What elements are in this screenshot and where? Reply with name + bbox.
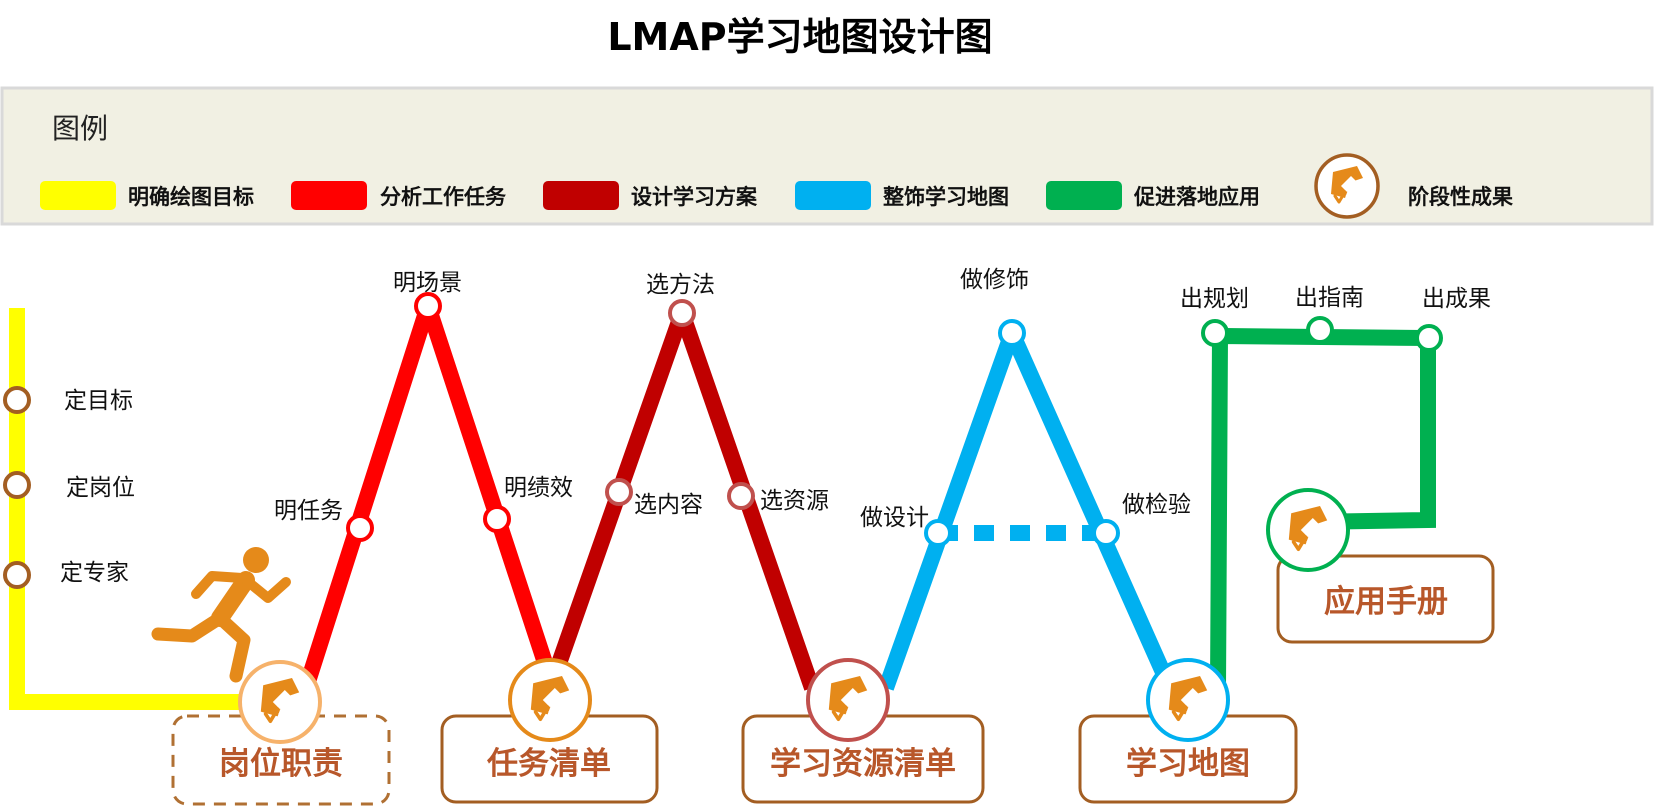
legend-swatch-red <box>291 181 367 210</box>
outcome-task-list: 任务清单 <box>440 714 659 804</box>
station-task: 明任务 <box>274 498 374 542</box>
station-resource: 选资源 <box>727 482 829 514</box>
legend-label-goal: 明确绘图目标 <box>128 185 254 209</box>
station-result: 出成果 <box>1415 286 1491 352</box>
svg-text:明任务: 明任务 <box>274 498 343 524</box>
outcome-resource-list: 学习资源清单 <box>741 714 985 804</box>
page-title: LMAP学习地图设计图 <box>607 15 992 59</box>
svg-text:做检验: 做检验 <box>1122 492 1191 518</box>
svg-text:任务清单: 任务清单 <box>486 746 611 782</box>
svg-text:出成果: 出成果 <box>1422 286 1491 312</box>
legend-swatch-blue <box>795 181 871 210</box>
svg-text:做修饰: 做修饰 <box>960 267 1029 293</box>
route-lines <box>9 298 1436 710</box>
station-method: 选方法 <box>646 272 715 327</box>
legend-swatch-green <box>1046 181 1122 210</box>
milestone-badge-icon <box>1314 153 1380 219</box>
svg-text:定专家: 定专家 <box>60 560 129 586</box>
station-guide: 出指南 <box>1295 285 1364 344</box>
legend-label-apply: 促进落地应用 <box>1133 185 1260 209</box>
svg-text:出规划: 出规划 <box>1180 286 1249 312</box>
station-expert: 定专家 <box>3 560 129 589</box>
station-plan: 出规划 <box>1180 286 1249 347</box>
svg-text:定目标: 定目标 <box>64 388 133 414</box>
legend-label-milestone: 阶段性成果 <box>1408 185 1513 209</box>
legend-swatch-darkred <box>543 181 619 210</box>
legend-label-decorate: 整饰学习地图 <box>883 185 1009 209</box>
station-post: 定岗位 <box>3 471 135 501</box>
station-performance: 明绩效 <box>483 475 573 533</box>
milestone-badge-icon <box>508 658 592 742</box>
legend-label-design: 设计学习方案 <box>631 185 758 209</box>
legend-swatch-yellow <box>40 181 116 210</box>
svg-text:明绩效: 明绩效 <box>504 475 573 501</box>
outcome-learning-map: 学习地图 <box>1078 714 1298 804</box>
svg-text:选内容: 选内容 <box>634 492 703 518</box>
station-decorate: 做修饰 <box>960 267 1029 347</box>
route-yellow <box>9 308 278 710</box>
milestone-badge-icon <box>1146 658 1230 742</box>
station-design: 做设计 <box>860 505 952 547</box>
station-inspect: 做检验 <box>1092 492 1191 547</box>
svg-text:选方法: 选方法 <box>646 272 715 298</box>
station-goal: 定目标 <box>3 386 133 414</box>
svg-text:选资源: 选资源 <box>760 488 829 514</box>
svg-text:学习资源清单: 学习资源清单 <box>770 746 956 782</box>
milestone-badge-icon <box>238 660 322 744</box>
milestone-badge-icon <box>1266 488 1350 572</box>
outcome-job-duties: 岗位职责 <box>171 714 391 806</box>
legend: 图例 明确绘图目标 分析工作任务 设计学习方案 整饰学习地图 促进落地应用 阶段… <box>0 86 1654 226</box>
legend-label-analyze: 分析工作任务 <box>380 185 507 209</box>
runner-icon <box>151 547 291 683</box>
svg-text:学习地图: 学习地图 <box>1126 746 1250 782</box>
legend-title: 图例 <box>52 112 108 145</box>
svg-text:明场景: 明场景 <box>393 270 462 296</box>
svg-text:岗位职责: 岗位职责 <box>219 746 343 782</box>
svg-text:出指南: 出指南 <box>1295 285 1364 311</box>
svg-text:应用手册: 应用手册 <box>1324 584 1448 620</box>
station-scene: 明场景 <box>393 270 462 320</box>
svg-text:定岗位: 定岗位 <box>66 475 135 501</box>
milestone-badge-icon <box>806 658 890 742</box>
station-content: 选内容 <box>605 478 703 518</box>
svg-text:做设计: 做设计 <box>860 505 929 531</box>
outcome-handbook: 应用手册 <box>1276 554 1495 644</box>
